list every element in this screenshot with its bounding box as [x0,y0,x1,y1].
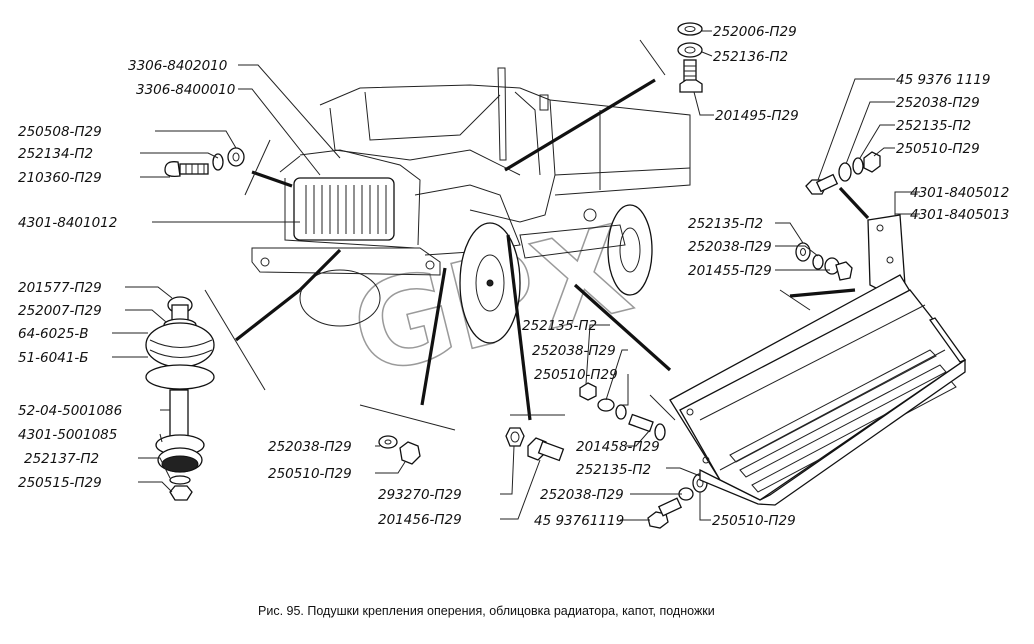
label-201456: 201456-П29 [378,512,462,528]
label-252137: 252137-П2 [24,451,99,467]
label-250510-lower: 250510-П29 [268,466,352,482]
label-201458: 201458-П29 [576,439,660,455]
truck-illustration [251,67,691,344]
label-252038-lower-right: 252038-П29 [540,487,624,503]
lower-nut-washer [378,435,421,465]
figure-caption: Рис. 95. Подушки крепления оперения, обл… [258,604,715,618]
guide-lines [204,39,811,431]
step-center-fasteners [579,382,666,441]
leader-lines [112,30,920,521]
label-51-6041: 51-6041-Б [18,350,89,366]
label-250510-center: 250510-П29 [534,367,618,383]
label-4301-8401012: 4301-8401012 [18,215,117,231]
label-459376-lower: 45 93761119 [534,513,624,529]
label-201577: 201577-П29 [18,280,102,296]
step-middle-fasteners [795,242,853,281]
step-upper-fasteners [805,151,881,195]
cab-mount-cushion [145,296,215,501]
bolt-201456 [505,427,565,462]
label-252135-mid: 252135-П2 [688,216,763,232]
hood-bolt-assembly [164,147,245,178]
section-lines [235,78,870,421]
label-252006: 252006-П29 [713,24,797,40]
label-3306-8400010: 3306-8400010 [136,82,235,98]
label-459376-upper: 45 9376 1119 [896,72,990,88]
label-252135-upper: 252135-П2 [896,118,971,134]
label-252136: 252136-П2 [713,49,788,65]
label-252038-lower: 252038-П29 [268,439,352,455]
label-201455: 201455-П29 [688,263,772,279]
label-252135-lower: 252135-П2 [576,462,651,478]
label-64-6025: 64-6025-В [18,326,89,342]
label-293270: 293270-П29 [378,487,462,503]
label-252038-upper: 252038-П29 [896,95,980,111]
label-4301-5001085: 4301-5001085 [18,427,117,443]
radiator-grille [293,177,395,241]
top-bolt-assembly [677,22,703,93]
label-4301-8405012: 4301-8405012 [910,185,1009,201]
part-labels: 3306-8402010 3306-8400010 250508-П29 252… [18,24,1009,529]
label-3306-8402010: 3306-8402010 [128,58,227,74]
label-250510-upper: 250510-П29 [896,141,980,157]
label-201495: 201495-П29 [715,108,799,124]
label-252134: 252134-П2 [18,146,93,162]
step-lower-fasteners [647,473,708,529]
label-250510-lower-right: 250510-П29 [712,513,796,529]
label-210360: 210360-П29 [18,170,102,186]
label-252038-center: 252038-П29 [532,343,616,359]
label-4301-8405013: 4301-8405013 [910,207,1009,223]
footstep [669,214,967,506]
label-252007: 252007-П29 [18,303,102,319]
label-250515: 250515-П29 [18,475,102,491]
label-252135-center: 252135-П2 [522,318,597,334]
label-250508: 250508-П29 [18,124,102,140]
label-52-04-5001086: 52-04-5001086 [18,403,122,419]
label-252038-mid: 252038-П29 [688,239,772,255]
